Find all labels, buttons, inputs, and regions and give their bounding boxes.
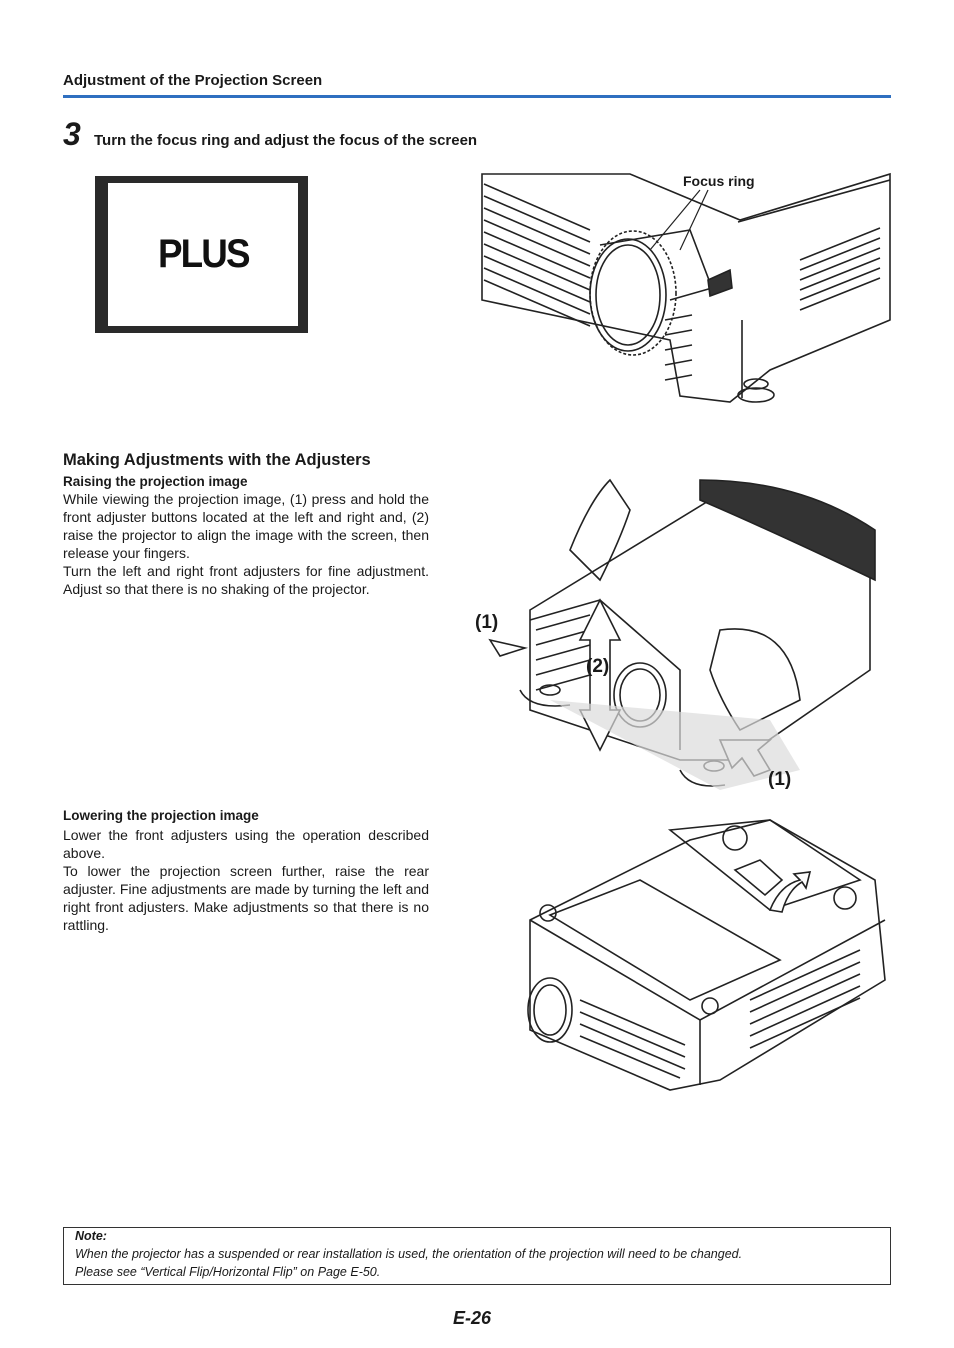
section-divider: [63, 95, 891, 98]
callout-1-right: (1): [768, 769, 792, 790]
callout-2: (2): [586, 656, 610, 677]
raising-paragraph-1: While viewing the projection image, (1) …: [63, 491, 429, 561]
lowering-instructions: Lower the front adjusters using the oper…: [63, 826, 429, 934]
adjusters-heading: Making Adjustments with the Adjusters: [63, 451, 371, 469]
raising-paragraph-2: Turn the left and right front adjusters …: [63, 563, 429, 597]
lowering-heading: Lowering the projection image: [63, 808, 259, 823]
raising-instructions: While viewing the projection image, (1) …: [63, 490, 429, 598]
step-instruction: Turn the focus ring and adjust the focus…: [94, 132, 478, 149]
callout-1-left: (1): [475, 612, 499, 633]
section-title: Adjustment of the Projection Screen: [63, 72, 323, 89]
step-number: 3: [63, 116, 81, 152]
page-number: E-26: [453, 1308, 492, 1328]
note-line-1: When the projector has a suspended or re…: [75, 1247, 743, 1261]
note-line-2: Please see “Vertical Flip/Horizontal Fli…: [75, 1265, 381, 1279]
note-box: Note: When the projector has a suspended…: [63, 1227, 891, 1285]
projector-raising-illustration: [488, 478, 876, 790]
raising-heading: Raising the projection image: [63, 474, 248, 489]
projector-focus-ring-illustration: [481, 172, 891, 403]
projector-underside-illustration: [527, 819, 886, 1091]
lowering-paragraph-1: Lower the front adjusters using the oper…: [63, 827, 429, 861]
focus-ring-label: Focus ring: [683, 173, 755, 189]
projection-screen-preview: PLUS: [95, 176, 308, 333]
note-label: Note:: [75, 1229, 107, 1243]
plus-logo: PLUS: [157, 232, 251, 276]
lowering-paragraph-2: To lower the projection screen further, …: [63, 863, 429, 933]
